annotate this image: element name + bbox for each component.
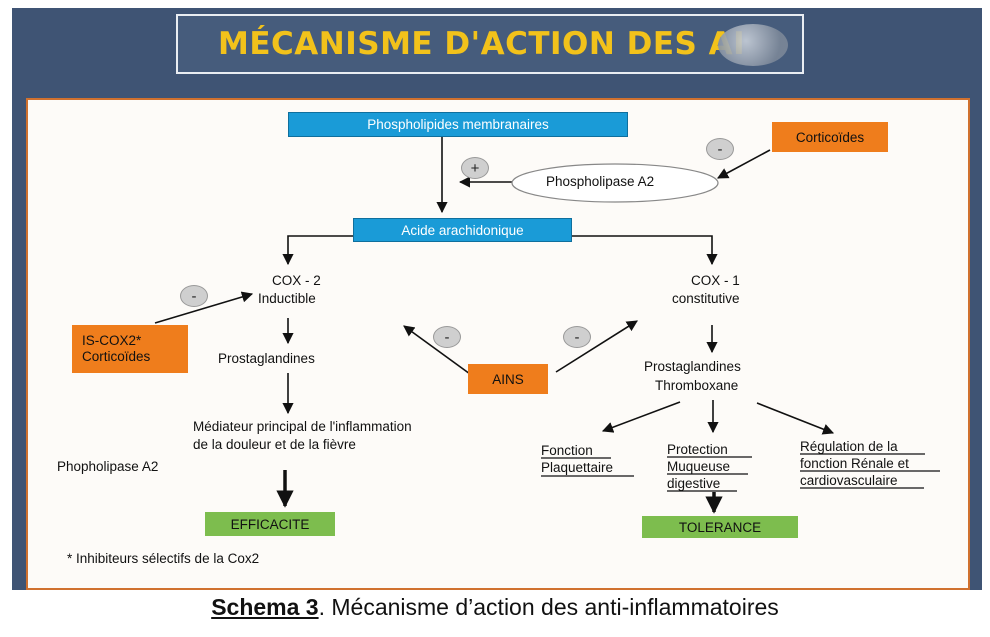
arrow-to-regulation [756, 402, 835, 435]
arrow-ains-right [555, 320, 638, 373]
fonction-line2: Plaquettaire [541, 460, 614, 475]
arrow-to-fonction [601, 401, 681, 433]
regulation-line1: Régulation de la [800, 439, 898, 454]
phospholipase-ellipse-label: Phospholipase A2 [546, 174, 655, 189]
regulation-line3: cardiovasculaire [800, 473, 898, 488]
title-box: MÉCANISME D'ACTION DES AI [176, 14, 804, 74]
protection-line3: digestive [667, 476, 721, 491]
figure-caption: Schema 3. Mécanisme d’action des anti-in… [0, 594, 990, 621]
arrow-acide-cox1 [572, 235, 718, 266]
efficacite-box: EFFICACITE [205, 512, 335, 536]
phospholipides-box: Phospholipides membranaires [288, 112, 628, 137]
ains-box: AINS [468, 364, 548, 394]
mediateur-line2: de la douleur et de la fièvre [193, 437, 356, 452]
cox2-subtitle: Inductible [258, 291, 316, 306]
prostaglandines-right: Prostaglandines [644, 359, 741, 374]
plus-sign: + [461, 157, 489, 179]
slide-title: MÉCANISME D'ACTION DES AI [218, 26, 746, 62]
regulation-line2: fonction Rénale et [800, 456, 909, 471]
arrow-ains-left [403, 325, 471, 375]
caption-label: Schema 3 [211, 594, 319, 620]
corticoides-box: Corticoïdes [772, 122, 888, 152]
phospholipase-ellipse [511, 163, 719, 203]
footnote: * Inhibiteurs sélectifs de la Cox2 [67, 551, 260, 566]
protection-line2: Muqueuse [667, 459, 731, 474]
cox1-title: COX - 1 [691, 273, 740, 288]
is-cox2-corticoides-label: Corticoïdes [82, 349, 151, 364]
thromboxane-label: Thromboxane [655, 378, 739, 393]
tolerance-box: TOLERANCE [642, 516, 798, 538]
is-cox2-label: IS-COX2* [82, 333, 142, 348]
phopholipase-left-label: Phopholipase A2 [57, 459, 159, 474]
cox1-subtitle: constitutive [672, 291, 740, 306]
arrow-iscox2-cox2 [154, 291, 254, 324]
minus-sign-ains-right: - [563, 326, 591, 348]
prostaglandines-left: Prostaglandines [218, 351, 315, 366]
minus-sign-ains-left: - [433, 326, 461, 348]
fonction-line1: Fonction [541, 443, 593, 458]
mediateur-line1: Médiateur principal de l'inflammation [193, 419, 412, 434]
acide-arachidonique-box: Acide arachidonique [353, 218, 572, 242]
arrow-acide-cox2 [282, 235, 355, 266]
minus-sign-iscox2: - [180, 285, 208, 307]
caption-text: . Mécanisme d’action des anti-inflammato… [318, 594, 779, 620]
arrow-corticoides-phospholipase [717, 149, 771, 179]
is-cox2-box: IS-COX2* Corticoïdes [72, 325, 188, 373]
minus-sign-corticoides: - [706, 138, 734, 160]
protection-line1: Protection [667, 442, 728, 457]
cox2-title: COX - 2 [272, 273, 321, 288]
title-logo-blob [718, 24, 788, 66]
